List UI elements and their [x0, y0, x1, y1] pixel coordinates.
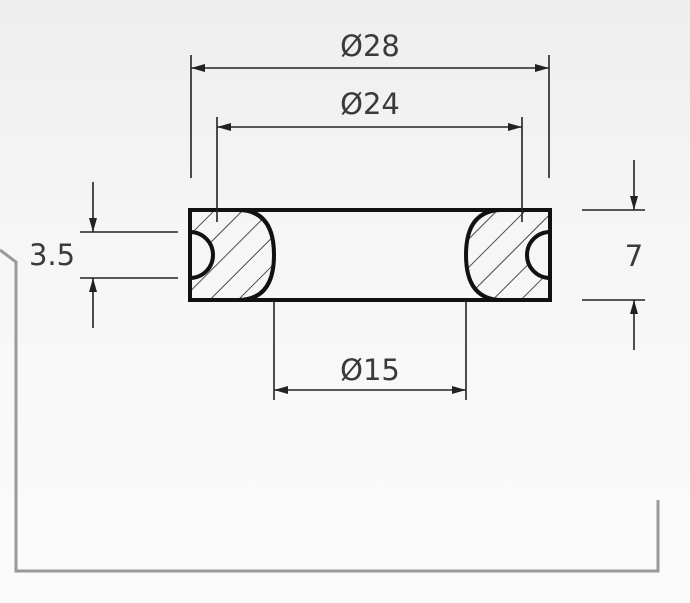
dim-groove-diameter-label: Ø24	[340, 87, 400, 121]
dim-outer-diameter-label: Ø28	[340, 29, 400, 63]
dim-groove-width: 3.5	[29, 182, 97, 328]
sheet-border	[0, 248, 660, 573]
dim-groove-diameter: Ø24	[217, 87, 522, 131]
dim-outer-diameter: Ø28	[191, 29, 549, 72]
left-section-hatched	[188, 208, 276, 302]
dim-groove-width-label: 3.5	[29, 238, 75, 272]
dim-bore-diameter: Ø15	[274, 353, 466, 394]
part-outline	[188, 208, 552, 302]
right-section-hatched	[464, 208, 552, 302]
dim-bore-diameter-label: Ø15	[340, 353, 400, 387]
dim-thickness-label: 7	[625, 239, 643, 273]
dim-thickness: 7	[625, 160, 643, 350]
